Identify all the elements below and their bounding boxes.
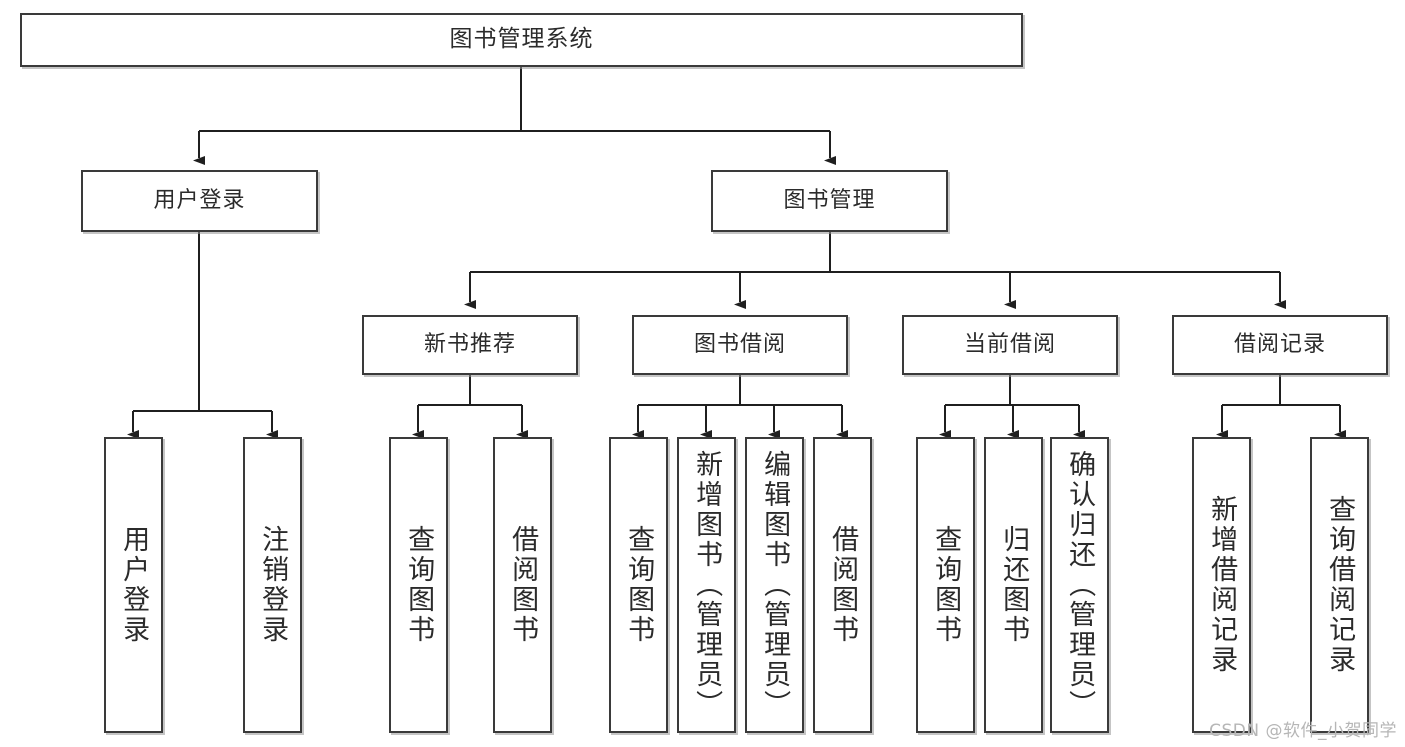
- node-label: 用户登录: [118, 525, 150, 645]
- node-leaf-record-add[interactable]: 新增借阅记录: [1192, 437, 1251, 733]
- node-leaf-new-book-borrow[interactable]: 借阅图书: [493, 437, 552, 733]
- node-label: 注销登录: [257, 525, 289, 645]
- node-leaf-user-login-signin[interactable]: 用户登录: [104, 437, 163, 733]
- node-label: 确认归还（管理员）: [1064, 450, 1096, 720]
- node-label: 查询图书: [403, 525, 435, 645]
- node-new-book-recommend[interactable]: 新书推荐: [362, 315, 578, 375]
- node-label: 图书管理系统: [449, 26, 594, 53]
- node-label: 图书借阅: [693, 331, 786, 357]
- node-label: 查询图书: [623, 525, 655, 645]
- node-label: 新增图书（管理员）: [691, 450, 723, 720]
- node-root-book-management-system[interactable]: 图书管理系统: [20, 13, 1023, 67]
- node-book-borrow[interactable]: 图书借阅: [632, 315, 848, 375]
- node-label: 图书管理: [783, 187, 876, 213]
- node-label: 借阅记录: [1233, 331, 1326, 357]
- node-book-management[interactable]: 图书管理: [711, 170, 948, 232]
- node-label: 当前借阅: [963, 331, 1056, 357]
- node-label: 查询借阅记录: [1324, 495, 1356, 675]
- watermark-text: CSDN @软件_小贺同学: [1209, 721, 1397, 741]
- node-leaf-record-query[interactable]: 查询借阅记录: [1310, 437, 1369, 733]
- node-leaf-borrow-add-book[interactable]: 新增图书（管理员）: [677, 437, 736, 733]
- node-label: 新增借阅记录: [1206, 495, 1238, 675]
- node-label: 新书推荐: [423, 331, 516, 357]
- node-leaf-borrow-borrow-book[interactable]: 借阅图书: [813, 437, 872, 733]
- node-label: 查询图书: [930, 525, 962, 645]
- node-label: 借阅图书: [507, 525, 539, 645]
- node-leaf-current-confirm-return[interactable]: 确认归还（管理员）: [1050, 437, 1109, 733]
- node-label: 借阅图书: [827, 525, 859, 645]
- node-leaf-current-query-book[interactable]: 查询图书: [916, 437, 975, 733]
- node-user-login[interactable]: 用户登录: [81, 170, 318, 232]
- node-label: 编辑图书（管理员）: [759, 450, 791, 720]
- node-leaf-borrow-edit-book[interactable]: 编辑图书（管理员）: [745, 437, 804, 733]
- node-leaf-borrow-query-book[interactable]: 查询图书: [609, 437, 668, 733]
- node-borrow-record[interactable]: 借阅记录: [1172, 315, 1388, 375]
- node-label: 用户登录: [153, 187, 246, 213]
- node-leaf-user-login-signout[interactable]: 注销登录: [243, 437, 302, 733]
- node-leaf-current-return-book[interactable]: 归还图书: [984, 437, 1043, 733]
- node-leaf-new-book-query[interactable]: 查询图书: [389, 437, 448, 733]
- node-label: 归还图书: [998, 525, 1030, 645]
- node-current-borrow[interactable]: 当前借阅: [902, 315, 1118, 375]
